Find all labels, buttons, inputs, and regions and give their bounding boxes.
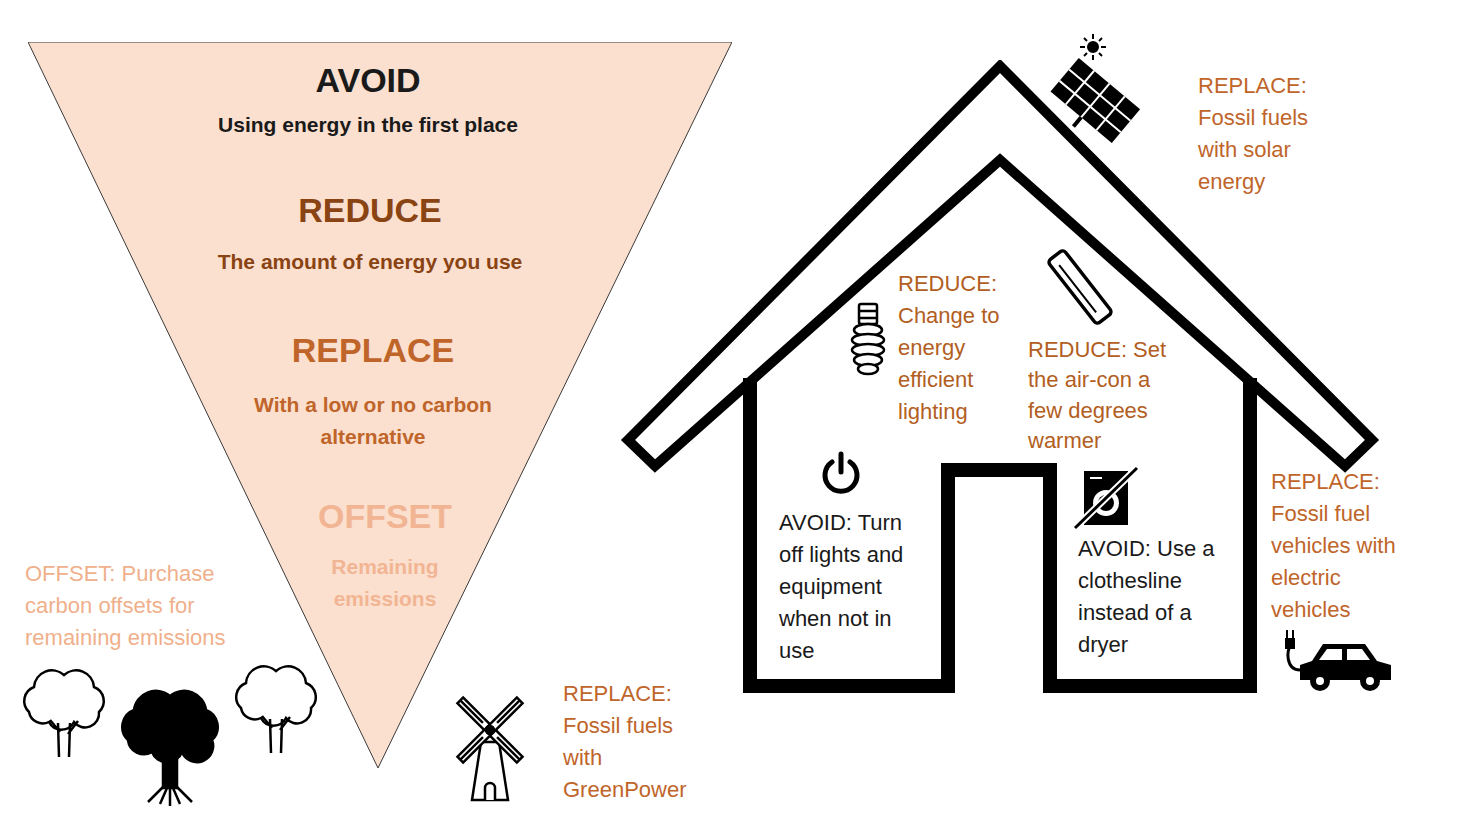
tree-icon bbox=[24, 670, 103, 757]
house-tip: AVOID: Use a clothesline instead of a dr… bbox=[1078, 533, 1236, 661]
sun-icon bbox=[1080, 34, 1106, 60]
bulb-icon bbox=[852, 304, 884, 374]
replace-note: REPLACE: Fossil fuels with GreenPower bbox=[563, 678, 705, 806]
level-text: The amount of energy you use bbox=[160, 249, 580, 274]
power-icon bbox=[825, 454, 857, 491]
windmill-icon bbox=[431, 671, 550, 800]
level-heading: AVOID bbox=[218, 60, 518, 101]
electric-car-icon bbox=[1285, 630, 1391, 691]
air-con-icon bbox=[1047, 249, 1112, 324]
triangle-shape bbox=[28, 42, 732, 768]
tree-icon bbox=[122, 691, 217, 806]
replace-note: REPLACE: Fossil fuels with solar energy bbox=[1198, 70, 1340, 198]
house-tip: AVOID: Turn off lights and equipment whe… bbox=[779, 507, 931, 666]
replace-note: REPLACE: Fossil fuel vehicles with elect… bbox=[1271, 466, 1423, 625]
house-tip: REDUCE: Set the air-con a few degrees wa… bbox=[1028, 335, 1180, 456]
dryer-icon bbox=[1075, 468, 1137, 528]
solar-panel-icon bbox=[1043, 58, 1140, 152]
level-heading: REDUCE bbox=[220, 190, 520, 231]
house-tip: REDUCE: Change to energy efficient light… bbox=[898, 268, 1020, 427]
level-heading: REPLACE bbox=[243, 330, 503, 371]
level-text: Using energy in the first place bbox=[158, 112, 578, 137]
level-heading: OFFSET bbox=[285, 496, 485, 537]
tree-icon bbox=[236, 666, 315, 753]
level-text: Remaining emissions bbox=[315, 551, 455, 614]
roof-outline bbox=[628, 66, 1372, 466]
level-text: With a low or no carbon alternative bbox=[253, 389, 493, 452]
walls-outline bbox=[750, 378, 1250, 686]
offset-note: OFFSET: Purchase carbon offsets for rema… bbox=[25, 558, 263, 654]
hierarchy-triangle: AVOID Using energy in the first placeREDU… bbox=[28, 42, 732, 768]
